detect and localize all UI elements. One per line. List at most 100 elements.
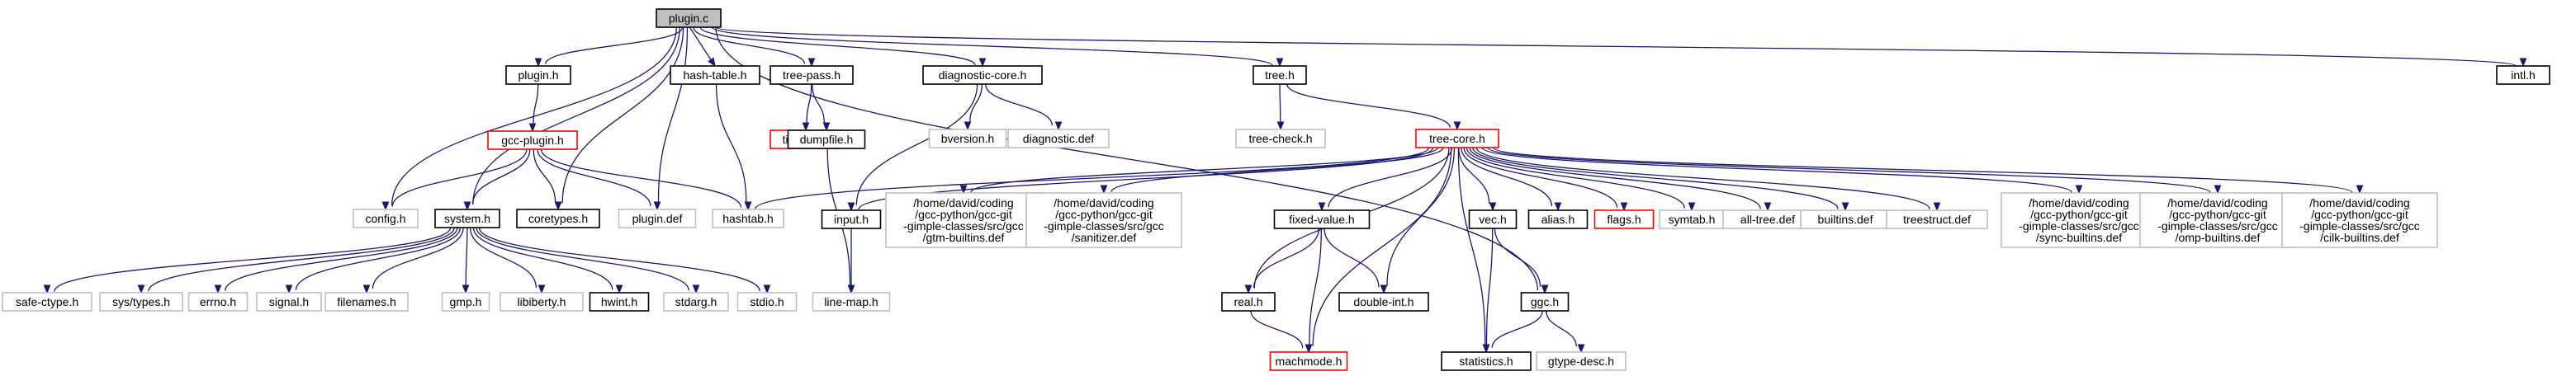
node-label: machmode.h: [1276, 355, 1342, 368]
node-box: [712, 209, 784, 228]
edge-line: [1546, 310, 1577, 347]
edge-line: [855, 83, 978, 205]
node-fixed-value-h[interactable]: fixed-value.h: [1273, 209, 1371, 229]
node-box: [736, 292, 798, 312]
arrowhead: [537, 284, 546, 294]
node-sanitizer-def: /home/david/coding/gcc-python/gcc-git-gi…: [1025, 192, 1182, 248]
node-box: [1593, 209, 1655, 229]
edge-plugin_c-to-tree_pass_h: [693, 26, 816, 68]
node-label: hwint.h: [601, 295, 637, 308]
edge-line: [755, 147, 1430, 209]
node-tree-pass-h[interactable]: tree-pass.h: [769, 65, 854, 85]
node-label: -gimple-classes/src/gcc: [903, 219, 1023, 233]
edge-system_h-to-stdarg_h: [476, 227, 700, 294]
node-system-h[interactable]: system.h: [434, 209, 500, 228]
edge-gcc_plugin_h-to-plugin_def: [537, 148, 661, 211]
node-input-h[interactable]: input.h: [821, 209, 882, 229]
edge-line: [689, 26, 712, 60]
node-label: bversion.h: [941, 132, 995, 145]
node-label: vec.h: [1479, 213, 1506, 226]
node-dumpfile-h[interactable]: dumpfile.h: [787, 129, 866, 149]
edge-gcc_plugin_h-to-coretypes_h: [533, 148, 562, 211]
node-box: [1235, 129, 1326, 148]
edge-system_h-to-stdio_h: [478, 227, 771, 294]
arrowhead: [1100, 185, 1108, 195]
edge-line: [1386, 147, 1456, 286]
node-double-int-h[interactable]: double-int.h: [1338, 292, 1429, 312]
node-coretypes-h[interactable]: coretypes.h: [516, 209, 600, 228]
node-tree-h[interactable]: tree.h: [1252, 65, 1307, 85]
node-bversion-h: bversion.h: [928, 129, 1007, 148]
node-label: gmp.h: [450, 295, 482, 308]
node-box: [2496, 65, 2550, 85]
edge-line: [533, 83, 539, 125]
edge-line: [1309, 228, 1323, 345]
edge-line: [1494, 228, 1541, 287]
node-label: /gcc-python/gcc-git: [915, 208, 1012, 221]
edge-plugin_c-to-diagnostic_core_h: [699, 26, 987, 68]
node-plugin-h[interactable]: plugin.h: [505, 65, 571, 85]
node-box: [928, 129, 1007, 148]
node-label: line-map.h: [824, 295, 878, 308]
node-machmode-h[interactable]: machmode.h: [1269, 351, 1348, 371]
node-label: symtab.h: [1669, 213, 1716, 226]
arrowhead: [528, 123, 537, 133]
node-box: [1269, 351, 1348, 371]
node-label: double-int.h: [1353, 295, 1413, 308]
node-flags-h[interactable]: flags.h: [1593, 209, 1655, 229]
node-vec-h[interactable]: vec.h: [1468, 209, 1518, 229]
node-label: diagnostic-core.h: [939, 68, 1027, 82]
edge-line: [225, 227, 458, 291]
arrowhead: [381, 201, 390, 211]
node-tree-core-h[interactable]: tree-core.h: [1415, 129, 1499, 148]
edge-system_h-to-errno_h: [214, 227, 458, 294]
edge-line: [472, 227, 613, 290]
arrowhead: [285, 284, 293, 294]
node-real-h[interactable]: real.h: [1221, 292, 1276, 312]
node-hashtab-h: hashtab.h: [712, 209, 784, 228]
arrowhead: [653, 201, 661, 211]
arrowhead: [1489, 202, 1497, 212]
arrowhead: [43, 284, 51, 294]
node-box: [656, 8, 722, 28]
node-box: [1415, 129, 1499, 148]
edge-system_h-to-safe_ctype_h: [43, 227, 452, 294]
node-diagnostic-core-h[interactable]: diagnostic-core.h: [922, 65, 1043, 85]
node-label: alias.h: [1541, 213, 1574, 226]
node-alias-h[interactable]: alias.h: [1527, 209, 1589, 229]
arrowhead: [1577, 344, 1585, 354]
node-plugin-c[interactable]: plugin.c: [656, 8, 722, 28]
edge-line: [1463, 147, 1618, 208]
edge-line: [295, 227, 462, 290]
node-label: /home/david/coding: [2309, 196, 2409, 209]
node-symtab-h: symtab.h: [1659, 209, 1725, 229]
arrowhead: [1764, 202, 1772, 212]
node-gcc-plugin-h[interactable]: gcc-plugin.h: [487, 130, 578, 150]
edge-line: [533, 148, 556, 203]
edge-tree_h-to-tree_core_h: [1286, 83, 1461, 131]
node-label: hashtab.h: [722, 212, 774, 225]
edge-line: [1328, 147, 1453, 208]
node-diagnostic-def: diagnostic.def: [1007, 129, 1110, 148]
node-plugin-def: plugin.def: [618, 209, 697, 228]
node-label: /gtm-builtins.def: [923, 231, 1005, 244]
node-hwint-h[interactable]: hwint.h: [589, 292, 650, 312]
node-intl-h[interactable]: intl.h: [2496, 65, 2550, 85]
arrowhead: [1933, 202, 1941, 212]
node-box: [2001, 192, 2157, 248]
node-hash-table-h[interactable]: hash-table.h: [670, 65, 760, 85]
node-safe-ctype-h: safe-ctype.h: [2, 292, 92, 312]
edge-tree_core_h-to-hashtab_h: [744, 147, 1430, 211]
node-label: /home/david/coding: [1054, 196, 1153, 209]
node-box: [1273, 209, 1371, 229]
edge-line: [1491, 310, 1543, 348]
node-ggc-h[interactable]: ggc.h: [1520, 292, 1570, 312]
arrowhead: [462, 284, 470, 294]
edge-layer: [43, 26, 2527, 354]
edge-tree_core_h-to-builtins_def: [1472, 147, 1849, 212]
node-box: [2, 292, 92, 312]
node-label: tree.h: [1265, 68, 1295, 82]
node-errno-h: errno.h: [187, 292, 249, 312]
node-statistics-h[interactable]: statistics.h: [1441, 351, 1532, 371]
node-cilk-builtins: /home/david/coding/gcc-python/gcc-git-gi…: [2281, 192, 2438, 248]
